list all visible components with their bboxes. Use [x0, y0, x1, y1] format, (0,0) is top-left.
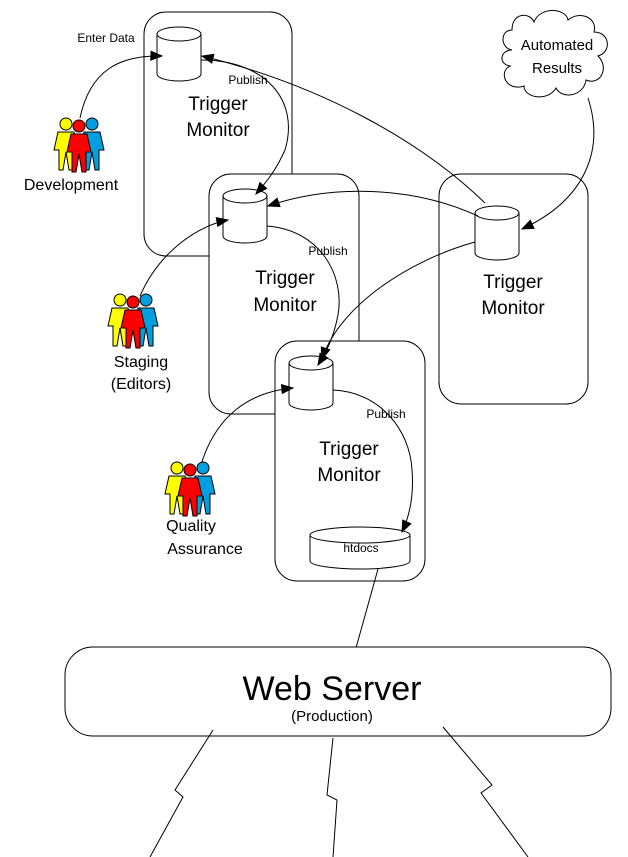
web-server-label: Web Server	[243, 670, 422, 708]
results-label: Results	[532, 60, 582, 77]
auto-trigger-label: Trigger	[483, 272, 543, 293]
qa-trigger-label: Trigger	[319, 439, 379, 460]
staging-people-group-icon	[107, 293, 159, 349]
qa-database-icon	[288, 355, 334, 411]
web-server-box	[64, 646, 612, 737]
staging-database-icon	[222, 188, 268, 244]
dev-trigger-label: Trigger	[188, 94, 248, 115]
cloud-to-auto-arrow	[520, 97, 595, 230]
quality-label: Quality	[166, 518, 216, 535]
lightning-center-icon	[326, 737, 338, 857]
dev-publish-label: Publish	[228, 73, 267, 87]
htdocs-database-icon	[309, 526, 411, 570]
qa-publish-label: Publish	[366, 407, 405, 421]
qa-publish-arrow	[332, 389, 413, 534]
editors-label: (Editors)	[111, 376, 171, 393]
staging-publish-label: Publish	[308, 244, 347, 258]
staging-trigger-label: Trigger	[255, 268, 315, 289]
development-people-group-icon	[53, 117, 105, 173]
lightning-left-icon	[149, 729, 214, 857]
enter-data-label: Enter Data	[77, 31, 135, 45]
qa-monitor-label: Monitor	[317, 465, 381, 486]
lightning-right-icon	[442, 726, 529, 857]
auto-to-staging-arrow	[266, 190, 479, 217]
htdocs-to-webserver-line	[355, 568, 379, 649]
auto-to-qa-arrow	[320, 241, 476, 361]
staging-monitor-label: Monitor	[253, 295, 317, 316]
htdocs-label: htdocs	[343, 541, 378, 555]
enter-data-arrow	[79, 50, 164, 119]
dev-monitor-label: Monitor	[186, 120, 250, 141]
production-label: (Production)	[291, 708, 373, 725]
development-label: Development	[24, 177, 119, 194]
staging-label: Staging	[114, 354, 168, 371]
assurance-label: Assurance	[167, 541, 243, 558]
cloud-icon	[501, 10, 608, 98]
qa-people-group-icon	[164, 461, 216, 517]
qa-input-arrow	[199, 383, 295, 469]
auto-monitor-label: Monitor	[481, 298, 545, 319]
automated-label: Automated	[521, 37, 594, 54]
auto-database-icon	[474, 205, 520, 261]
auto-to-dev-arrow	[200, 53, 486, 204]
staging-input-arrow	[139, 216, 230, 297]
dev-database-icon	[156, 26, 202, 82]
